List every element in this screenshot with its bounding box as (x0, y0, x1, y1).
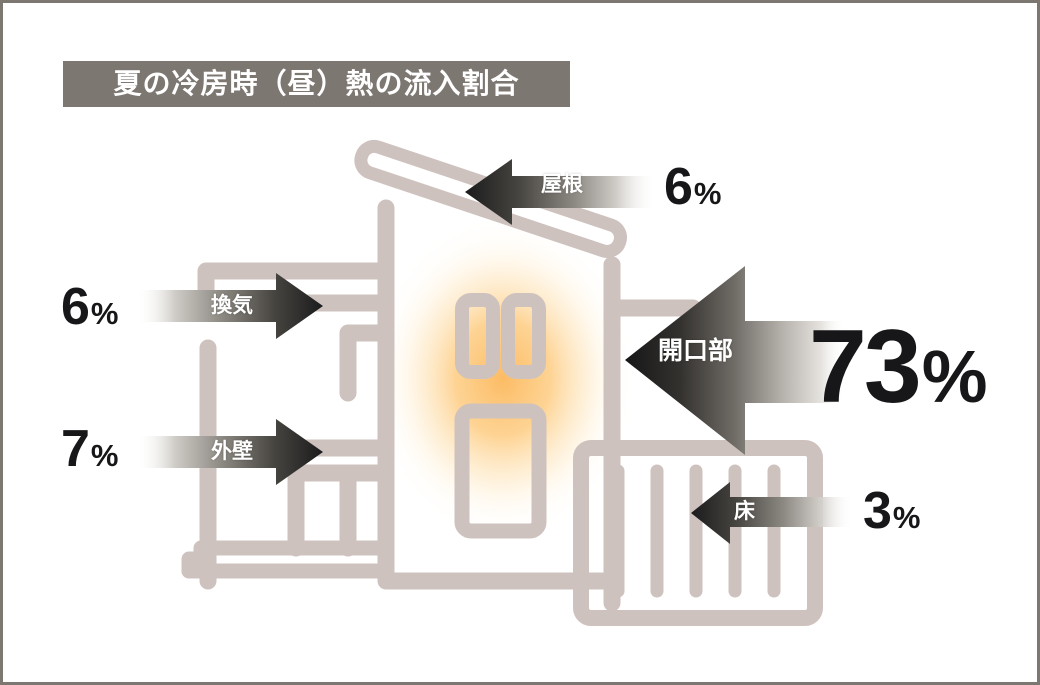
value-roof-number: 6 (664, 158, 693, 216)
value-openings: 73 % (809, 315, 988, 419)
arrow-floor (691, 482, 851, 544)
arrow-label-ventilation: 換気 (211, 294, 253, 317)
arrow-openings (625, 266, 843, 455)
arrow-roof (465, 159, 654, 225)
interior-glow (368, 213, 638, 543)
value-exterior-wall-percent-sign: % (90, 438, 119, 473)
title-banner: 夏の冷房時（昼）熱の流入割合 (63, 61, 570, 107)
arrow-vent (138, 273, 323, 339)
value-floor: 3 % (863, 485, 921, 537)
arrow-label-roof: 屋根 (541, 173, 583, 196)
value-exterior-wall-number: 7 (61, 420, 90, 478)
balcony-railing (573, 440, 823, 626)
value-roof-percent-sign: % (693, 176, 722, 211)
main-window (454, 403, 547, 539)
arrow-wall (138, 419, 323, 485)
arrow-label-exterior-wall: 外壁 (211, 440, 253, 463)
arrow-label-floor: 床 (734, 500, 755, 523)
right-post (603, 256, 702, 467)
value-ventilation: 6 % (61, 281, 119, 333)
value-openings-percent-sign: % (921, 335, 988, 418)
ground-bars (181, 540, 386, 579)
value-openings-number: 73 (809, 309, 922, 425)
value-exterior-wall: 7 % (61, 423, 119, 475)
house-heat-flow-illustration (138, 139, 851, 626)
arrow-label-openings: 開口部 (658, 337, 734, 365)
value-ventilation-percent-sign: % (90, 296, 119, 331)
value-floor-number: 3 (863, 482, 892, 540)
value-floor-percent-sign: % (892, 500, 921, 535)
value-roof: 6 % (664, 161, 722, 213)
page-title: 夏の冷房時（昼）熱の流入割合 (113, 68, 520, 99)
value-ventilation-number: 6 (61, 278, 90, 336)
upper-windows (455, 293, 546, 379)
